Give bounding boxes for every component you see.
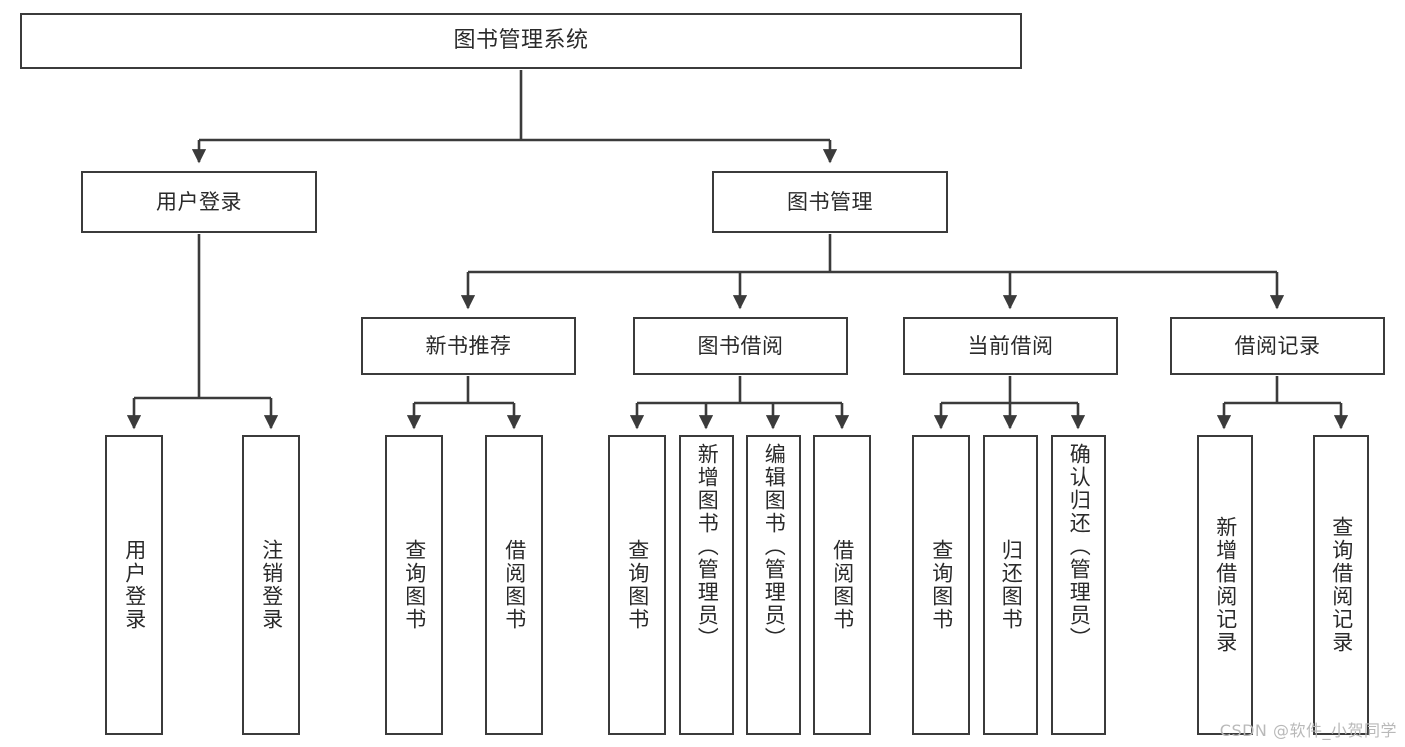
leaf-query-book-recommend[interactable]: 查询图书 [385,435,443,735]
node-label: 图书管理系统 [453,28,589,53]
node-label: 当前借阅 [967,333,1054,358]
node-label: 新增借阅记录 [1213,516,1238,654]
node-label: 注销登录 [259,539,284,631]
node-label: 用户登录 [122,539,147,631]
node-user-login[interactable]: 用户登录 [81,171,317,233]
watermark-text: CSDN @软件_小贺同学 [1219,721,1397,740]
node-label: 新书推荐 [425,333,512,358]
node-current-borrow[interactable]: 当前借阅 [903,317,1118,375]
node-borrow-record[interactable]: 借阅记录 [1170,317,1385,375]
node-book-management[interactable]: 图书管理 [712,171,948,233]
leaf-borrow-book[interactable]: 借阅图书 [813,435,871,735]
node-new-book-recommend[interactable]: 新书推荐 [361,317,576,375]
node-label: 归还图书 [999,539,1024,631]
leaf-add-book-admin[interactable]: 新增图书（管理员） [679,435,734,735]
node-label: 新增图书（管理员） [695,443,720,650]
node-label: 图书管理 [787,189,873,214]
node-label: 借阅图书 [502,539,527,631]
leaf-query-book-borrow[interactable]: 查询图书 [608,435,666,735]
node-label: 用户登录 [156,189,242,214]
leaf-user-login[interactable]: 用户登录 [105,435,163,735]
node-label: 借阅图书 [830,539,855,631]
leaf-add-borrow-record[interactable]: 新增借阅记录 [1197,435,1253,735]
node-label: 查询借阅记录 [1329,516,1354,654]
leaf-borrow-book-recommend[interactable]: 借阅图书 [485,435,543,735]
node-label: 查询图书 [929,539,954,631]
leaf-confirm-return-admin[interactable]: 确认归还（管理员） [1051,435,1106,735]
node-root-system[interactable]: 图书管理系统 [20,13,1022,69]
node-label: 查询图书 [625,539,650,631]
leaf-query-book-current[interactable]: 查询图书 [912,435,970,735]
node-book-borrow[interactable]: 图书借阅 [633,317,848,375]
node-label: 确认归还（管理员） [1067,443,1092,650]
node-label: 借阅记录 [1234,333,1321,358]
leaf-query-borrow-record[interactable]: 查询借阅记录 [1313,435,1369,735]
leaf-edit-book-admin[interactable]: 编辑图书（管理员） [746,435,801,735]
node-label: 图书借阅 [697,333,784,358]
leaf-logout[interactable]: 注销登录 [242,435,300,735]
leaf-return-book[interactable]: 归还图书 [983,435,1038,735]
node-label: 查询图书 [402,539,427,631]
node-label: 编辑图书（管理员） [762,443,787,650]
